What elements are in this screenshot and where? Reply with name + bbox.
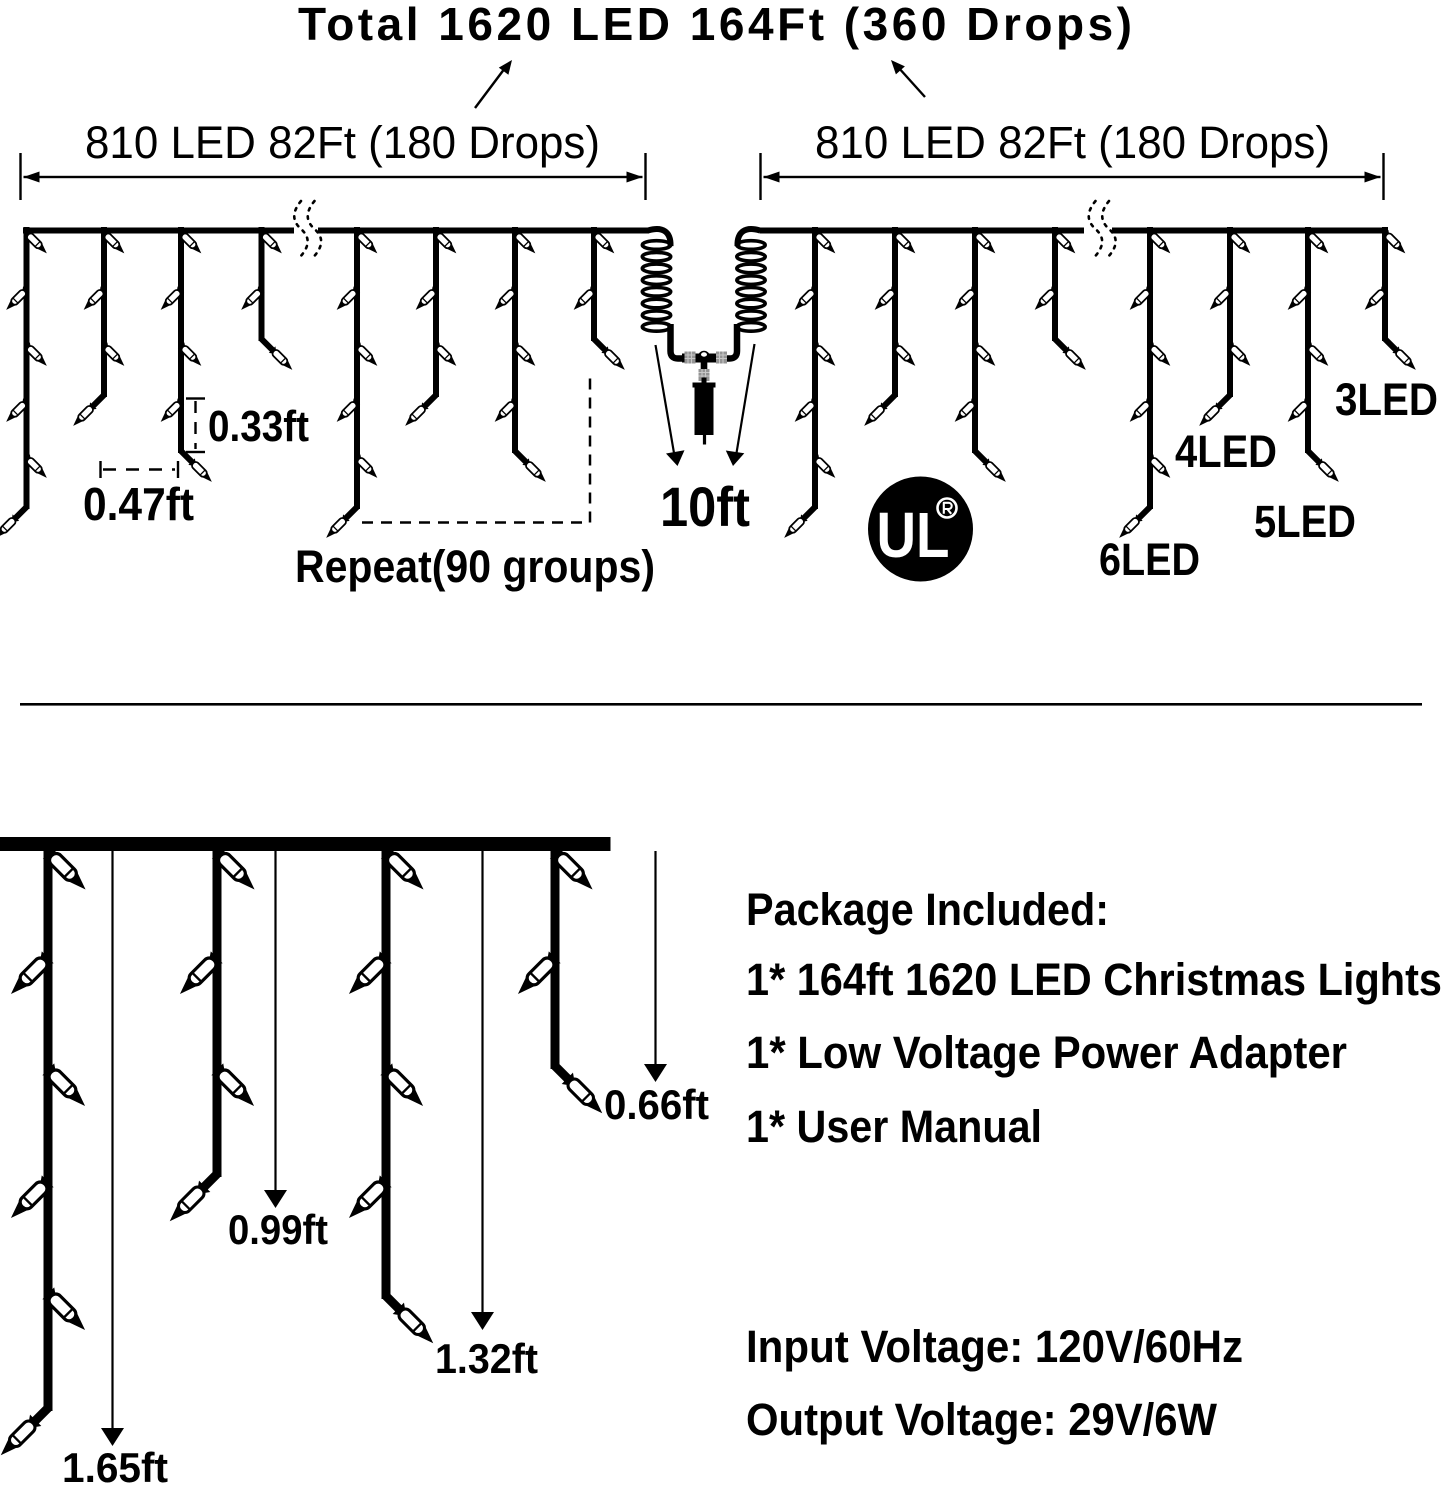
svg-text:Output Voltage: 29V/6W: Output Voltage: 29V/6W bbox=[746, 1394, 1217, 1445]
svg-text:1* User Manual: 1* User Manual bbox=[746, 1101, 1042, 1152]
svg-text:5LED: 5LED bbox=[1254, 496, 1356, 547]
svg-text:10ft: 10ft bbox=[660, 475, 750, 538]
svg-text:Repeat(90 groups): Repeat(90 groups) bbox=[295, 541, 655, 592]
svg-text:1.65ft: 1.65ft bbox=[62, 1444, 168, 1489]
svg-text:1* Low Voltage Power Adapter: 1* Low Voltage Power Adapter bbox=[746, 1027, 1347, 1078]
svg-text:3LED: 3LED bbox=[1335, 374, 1438, 425]
svg-text:810 LED 82Ft (180 Drops): 810 LED 82Ft (180 Drops) bbox=[85, 117, 600, 168]
svg-text:810 LED 82Ft (180 Drops): 810 LED 82Ft (180 Drops) bbox=[815, 117, 1330, 168]
svg-text:0.33ft: 0.33ft bbox=[208, 402, 309, 451]
svg-text:1* 164ft 1620 LED Christmas Li: 1* 164ft 1620 LED Christmas Lights bbox=[746, 954, 1442, 1005]
svg-text:Input Voltage: 120V/60Hz: Input Voltage: 120V/60Hz bbox=[746, 1321, 1243, 1372]
svg-text:Total 1620 LED 164Ft (360 Drop: Total 1620 LED 164Ft (360 Drops) bbox=[298, 0, 1132, 50]
svg-text:0.66ft: 0.66ft bbox=[604, 1081, 709, 1128]
svg-text:0.47ft: 0.47ft bbox=[83, 478, 194, 530]
svg-text:4LED: 4LED bbox=[1175, 426, 1277, 477]
svg-text:0.99ft: 0.99ft bbox=[228, 1206, 328, 1253]
svg-text:Package Included:: Package Included: bbox=[746, 884, 1109, 935]
svg-text:1.32ft: 1.32ft bbox=[435, 1335, 538, 1382]
svg-text:6LED: 6LED bbox=[1099, 534, 1200, 585]
